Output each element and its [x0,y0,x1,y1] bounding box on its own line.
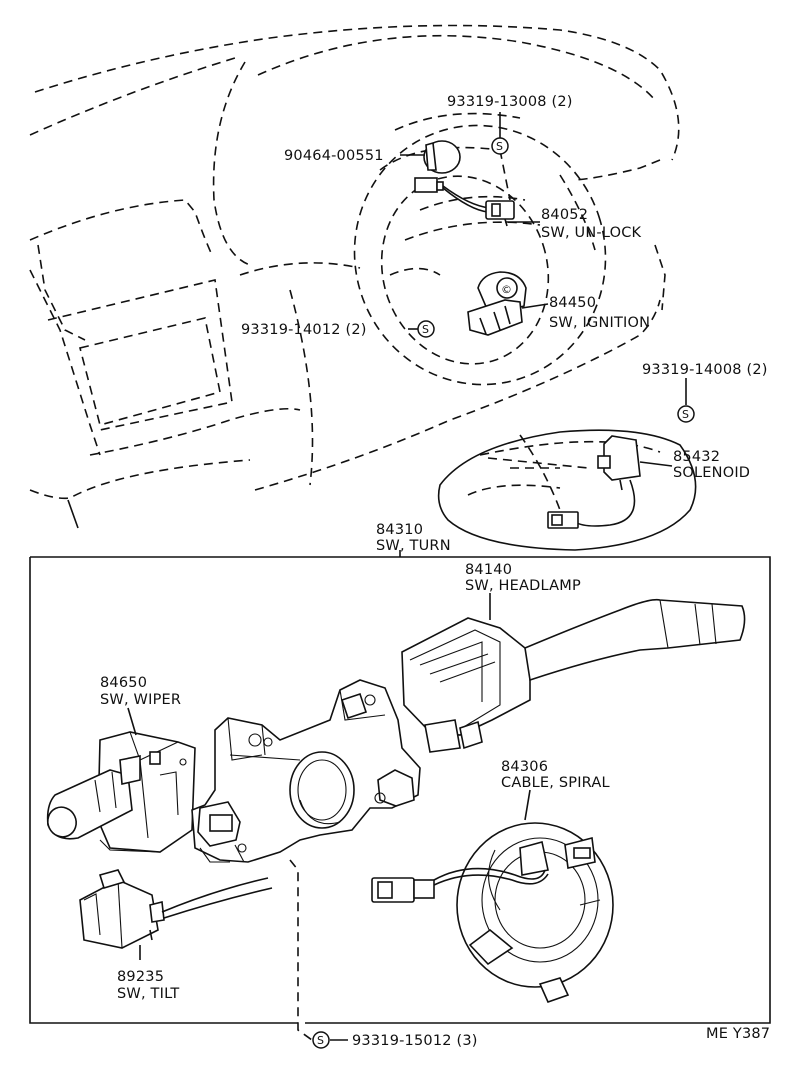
callout-84310-name: SW, TURN [376,538,451,554]
leader-lines [127,112,687,1041]
headlamp-switch [401,598,746,753]
callout-89235-name: SW, TILT [117,986,179,1002]
callout-84306-name: CABLE, SPIRAL [501,775,610,791]
key-cylinder-ring [423,140,461,174]
callout-93319-14012: 93319-14012 (2) [241,322,367,338]
screw-symbol-text: S [496,140,503,153]
callout-84052-name: SW, UN-LOCK [541,225,642,241]
callout-89235-number: 89235 [117,969,164,985]
wiper-switch [46,731,196,853]
solenoid [547,435,641,529]
screw-symbol-text: S [422,323,429,336]
steering-wheel-outline [353,112,607,386]
tilt-switch [79,869,273,949]
callout-84310-number: 84310 [376,522,423,538]
screw-symbol-14012: S [417,320,435,338]
callout-84450-name: SW, IGNITION [549,315,650,331]
callout-85432-name: SOLENOID [673,465,750,481]
callout-84650-number: 84650 [100,675,147,691]
screw-symbol-text: S [317,1034,324,1047]
figure-code: ME Y387 [706,1026,770,1042]
svg-text:©: © [501,283,512,296]
callout-84052-number: 84052 [541,207,588,223]
dashboard-outline [29,24,680,529]
column-cover-outline [437,429,697,551]
callout-84450-number: 84450 [549,295,596,311]
callout-84140-name: SW, HEADLAMP [465,578,581,594]
spiral-cable [371,822,614,1003]
screw-symbol-14008: S [677,405,695,423]
screw-symbol-15012: S [312,1031,330,1049]
turn-switch-body [191,679,421,863]
group-frame-left [29,557,298,1024]
screw-symbol-text: S [682,408,689,421]
callout-90464-00551: 90464-00551 [284,148,384,164]
callout-84140-number: 84140 [465,562,512,578]
callout-93319-13008: 93319-13008 (2) [447,94,573,110]
callout-84650-name: SW, WIPER [100,692,181,708]
unlock-switch [414,177,515,227]
screw-leader-top [499,149,511,201]
screw-symbol-13008: S [491,137,509,155]
callout-93319-15012: 93319-15012 (3) [352,1033,478,1049]
ignition-switch: © [467,271,527,336]
callout-84306-number: 84306 [501,759,548,775]
screw-leader-bottom [289,859,313,1041]
callout-93319-14008: 93319-14008 (2) [642,362,768,378]
callout-85432-number: 85432 [673,449,720,465]
